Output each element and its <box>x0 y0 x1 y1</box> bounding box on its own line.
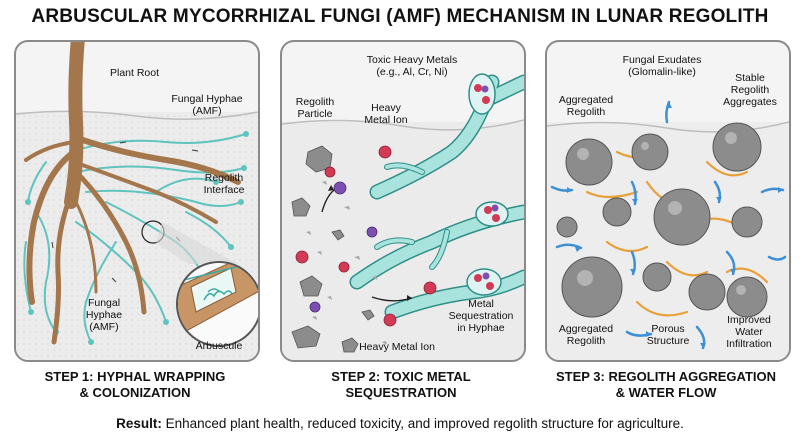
aggregated-regolith-top-line1: Aggregated <box>558 94 614 106</box>
result-label: Result: <box>116 416 162 431</box>
step1-caption-line2: & COLONIZATION <box>79 385 191 400</box>
regolith-aggregates <box>556 122 768 318</box>
step3-caption-line2: & WATER FLOW <box>615 385 717 400</box>
stable-aggregates-line2: Regolith <box>730 84 770 96</box>
fungal-exudates-label: Fungal Exudates (Glomalin-like) <box>607 54 717 78</box>
step1-illustration <box>16 42 258 360</box>
step3-illustration <box>547 100 789 360</box>
step3-caption-line1: STEP 3: REGOLITH AGGREGATION <box>555 369 777 384</box>
heavy-metal-ion-top-label: Heavy Metal Ion <box>358 102 414 126</box>
regolith-interface-line1: Regolith <box>204 172 244 184</box>
step2-caption-line2: SEQUESTRATION <box>345 385 457 400</box>
step2-illustration <box>282 73 524 360</box>
stable-aggregates-line1: Stable <box>735 72 765 84</box>
step1-caption-line1: STEP 1: HYPHAL WRAPPING <box>44 369 226 384</box>
aggregate-highlights <box>577 132 746 295</box>
regolith-interface-line2: Interface <box>203 184 245 196</box>
result-statement: Result: Enhanced plant health, reduced t… <box>0 416 800 431</box>
regolith-particle-line2: Particle <box>297 108 333 120</box>
heavy-metal-ion-top-line2: Metal Ion <box>364 114 408 126</box>
toxic-metals-line2: (e.g., Al, Cr, Ni) <box>376 66 448 78</box>
step3-caption: STEP 3: REGOLITH AGGREGATION & WATER FLO… <box>535 369 797 401</box>
result-text: Enhanced plant health, reduced toxicity,… <box>165 416 684 431</box>
stable-aggregates-line3: Aggregates <box>723 96 777 108</box>
porous-structure-line1: Porous <box>651 323 685 335</box>
fungal-hyphae-bottom-line1: Fungal <box>87 297 121 309</box>
aggregated-regolith-top-line2: Regolith <box>566 106 606 118</box>
regolith-fragments <box>306 181 387 345</box>
improved-water-label: Improved Water Infiltration <box>713 314 785 350</box>
step2-caption: STEP 2: TOXIC METAL SEQUESTRATION <box>270 369 532 401</box>
heavy-metal-ion-top-line1: Heavy <box>371 102 401 114</box>
regolith-particles <box>291 145 375 353</box>
regolith-interface-label: Regolith Interface <box>194 172 254 196</box>
fungal-hyphae-bottom-line3: (AMF) <box>89 321 119 333</box>
fungal-hyphae-top-line2: (AMF) <box>192 105 222 117</box>
porous-structure-line2: Structure <box>646 335 690 347</box>
plant-root <box>24 42 241 345</box>
regolith-particle-label: Regolith Particle <box>286 96 344 120</box>
improved-water-line1: Improved <box>727 314 771 326</box>
water-arrow-heads <box>567 102 783 348</box>
step3-panel: Fungal Exudates (Glomalin-like) Stable R… <box>545 40 791 362</box>
toxic-metals-label: Toxic Heavy Metals (e.g., Al, Cr, Ni) <box>352 54 472 78</box>
metal-sequestration-line2: Sequestration <box>448 310 514 322</box>
aggregated-regolith-bottom-line2: Regolith <box>566 335 606 347</box>
arbuscule-label: Arbuscule <box>195 340 243 352</box>
aggregated-regolith-bottom-label: Aggregated Regolith <box>551 323 621 347</box>
aggregated-regolith-top-label: Aggregated Regolith <box>551 94 621 118</box>
plant-root-label: Plant Root <box>110 67 160 79</box>
improved-water-line2: Water <box>735 326 763 338</box>
aggregated-regolith-bottom-line1: Aggregated <box>558 323 614 335</box>
toxic-metals-line1: Toxic Heavy Metals <box>366 54 458 66</box>
sequestration-vesicles <box>466 73 509 296</box>
step1-caption: STEP 1: HYPHAL WRAPPING & COLONIZATION <box>4 369 266 401</box>
metal-sequestration-label: Metal Sequestration in Hyphae <box>440 298 522 334</box>
fungal-hyphae-bottom-line2: Hyphae <box>85 309 123 321</box>
fungal-exudates-line1: Fungal Exudates <box>622 54 702 66</box>
step2-caption-line1: STEP 2: TOXIC METAL <box>331 369 471 384</box>
improved-water-line3: Infiltration <box>726 338 772 350</box>
metal-sequestration-line3: in Hyphae <box>457 322 505 334</box>
metal-sequestration-line1: Metal <box>468 298 494 310</box>
fungal-hyphae-bottom-label: Fungal Hyphae (AMF) <box>74 297 134 333</box>
stable-aggregates-label: Stable Regolith Aggregates <box>715 72 785 108</box>
regolith-particle-line1: Regolith <box>295 96 335 108</box>
porous-structure-label: Porous Structure <box>635 323 701 347</box>
fungal-hyphae-top-label: Fungal Hyphae (AMF) <box>162 93 252 117</box>
heavy-metal-ions <box>295 145 437 327</box>
fungal-hyphae-top-line1: Fungal Hyphae <box>171 93 243 105</box>
page-title: ARBUSCULAR MYCORRHIZAL FUNGI (AMF) MECHA… <box>31 6 769 27</box>
step2-panel: Toxic Heavy Metals (e.g., Al, Cr, Ni) Re… <box>280 40 526 362</box>
fungal-exudates-line2: (Glomalin-like) <box>628 66 696 78</box>
step1-panel: Plant Root Fungal Hyphae (AMF) Regolith … <box>14 40 260 362</box>
heavy-metal-ion-bottom-label: Heavy Metal Ion <box>359 341 435 353</box>
